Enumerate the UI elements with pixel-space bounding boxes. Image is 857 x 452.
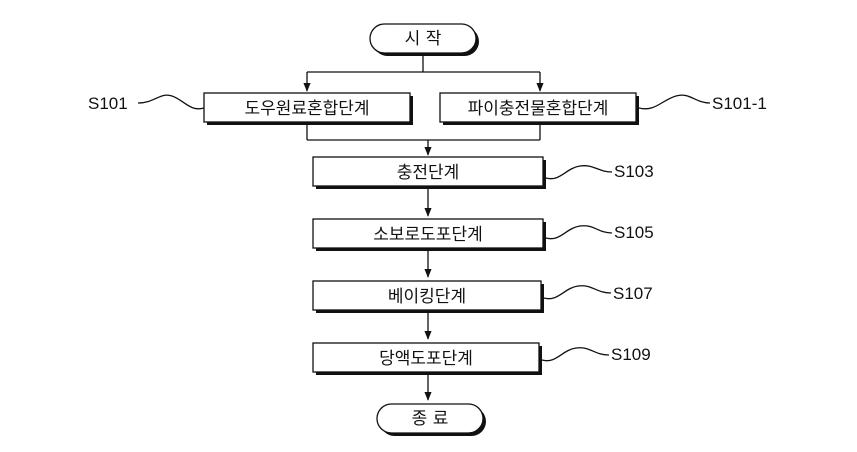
step-s109-text: 당액도포단계 xyxy=(379,349,473,369)
leader-s109 xyxy=(541,347,610,362)
step-s101-label: S101 xyxy=(88,94,128,113)
step-s103-label: S103 xyxy=(614,162,654,181)
step-s107-text: 베이킹단계 xyxy=(388,287,466,307)
step-s101-box: 도우원료혼합단계 xyxy=(203,92,413,125)
start-label: 시 작 xyxy=(405,29,442,49)
step-s101-text: 도우원료혼합단계 xyxy=(244,99,369,119)
leader-s107 xyxy=(543,285,612,300)
leader-s103 xyxy=(545,165,613,180)
step-s105-text: 소보로도포단계 xyxy=(373,225,482,245)
step-s109-label: S109 xyxy=(611,345,651,364)
step-s103-text: 충전단계 xyxy=(397,163,460,183)
step-s105-box: 소보로도포단계 xyxy=(312,218,546,251)
step-s109-box: 당액도포단계 xyxy=(312,342,542,375)
leader-s101-1 xyxy=(638,94,711,110)
leader-s105 xyxy=(545,225,613,240)
start-terminal: 시 작 xyxy=(369,23,479,56)
step-s101-1-box: 파이충전물혼합단계 xyxy=(439,92,639,125)
end-terminal: 종 료 xyxy=(376,403,486,436)
end-label: 종 료 xyxy=(412,409,449,429)
step-s101-1-text: 파이충전물혼합단계 xyxy=(468,99,609,119)
leader-s101 xyxy=(137,94,205,110)
step-s103-box: 충전단계 xyxy=(312,156,546,189)
step-s105-label: S105 xyxy=(614,223,654,242)
step-s107-box: 베이킹단계 xyxy=(312,280,544,313)
step-s101-1-label: S101-1 xyxy=(712,94,767,113)
step-s107-label: S107 xyxy=(613,284,653,303)
